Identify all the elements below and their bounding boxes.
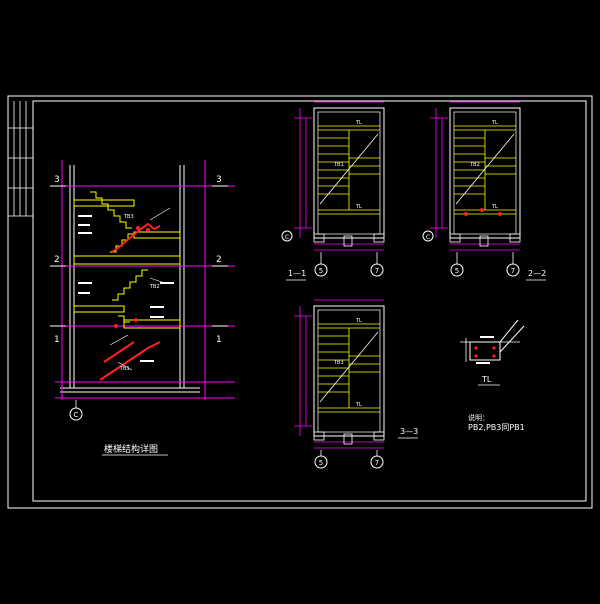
level-marker-left-1: 1: [54, 335, 60, 345]
main-section-title: 楼梯结构详图: [104, 443, 158, 455]
plan-1-1-section-label: 1—1: [288, 269, 306, 278]
plan-3-3-axis-right: 7: [375, 459, 379, 467]
plan-2-2-axis-left-bubble: [450, 263, 464, 277]
plan-2-2-slab-bottom: TL: [491, 204, 498, 210]
plan-1-1: TL TB1 TL: [293, 101, 385, 251]
plan-2-2-slab-mid: TB2: [469, 162, 480, 168]
inner-frame: [32, 100, 587, 502]
plan-2-2-axis-right: 7: [511, 267, 515, 275]
level-marker-right-1: 1: [216, 335, 222, 345]
plan-1-1-slab-bottom: TL: [355, 204, 362, 210]
note-heading: 说明：: [468, 413, 489, 422]
plan-3-3-axis-right-bubble: [370, 455, 384, 469]
level-marker-right-3: 3: [216, 175, 222, 185]
outer-frame: [7, 95, 593, 509]
level-marker-right-2: 2: [216, 255, 222, 265]
level-marker-left-3: 3: [54, 175, 60, 185]
axis-label-c: C: [74, 411, 79, 419]
plan-1-1-axis-left: 5: [319, 267, 323, 275]
plan-1-1-axis-side: C: [285, 234, 289, 241]
plan-3-3-slab-top: TL: [355, 318, 362, 324]
plan-2-2-axis-side-bubble: [422, 230, 434, 242]
plan-3-3-section-label: 3—3: [400, 427, 418, 436]
beam-label-tb3: TB3: [123, 214, 134, 220]
plan-2-2-rebar-marks: [464, 208, 502, 216]
plan-2-2-axis-side: C: [426, 234, 430, 241]
plan-2-2-axis-right-bubble: [506, 263, 520, 277]
plan-2-2: TL TB2 TL: [429, 101, 521, 251]
plan-3-3-slab-mid: TB3: [333, 360, 344, 366]
beam-label-tb2: TB2: [149, 284, 160, 290]
plan-1-1-slab-mid: TB1: [333, 162, 344, 168]
tl-beam-detail: TL: [460, 319, 525, 386]
level-marker-left-2: 2: [54, 255, 60, 265]
plan-2-2-slab-top: TL: [491, 120, 498, 126]
note-text: PB2,PB3同PB1: [468, 423, 525, 432]
main-stair-section: 3 3 2 2 1 1 TB3 TB2 TB1 C 楼梯结构详图: [50, 160, 235, 456]
plan-1-1-axis-left-bubble: [314, 263, 328, 277]
plan-2-2-axis-left: 5: [455, 267, 459, 275]
plan-1-1-axis-side-bubble: [281, 230, 293, 242]
plan-3-3-slab-bottom: TL: [355, 402, 362, 408]
plan-1-1-slab-top: TL: [355, 120, 362, 126]
plan-1-1-axis-right: 7: [375, 267, 379, 275]
plan-3-3-axis-left: 5: [319, 459, 323, 467]
axis-bubble-c: [69, 407, 83, 421]
plan-3-3: TL TB3 TL: [293, 299, 385, 449]
beam-label-tb1: TB1: [119, 366, 130, 372]
plan-1-1-axis-right-bubble: [370, 263, 384, 277]
title-block-strip: [8, 101, 33, 217]
plan-2-2-section-label: 2—2: [528, 269, 546, 278]
tl-detail-label: TL: [481, 375, 492, 384]
plan-3-3-axis-left-bubble: [314, 455, 328, 469]
